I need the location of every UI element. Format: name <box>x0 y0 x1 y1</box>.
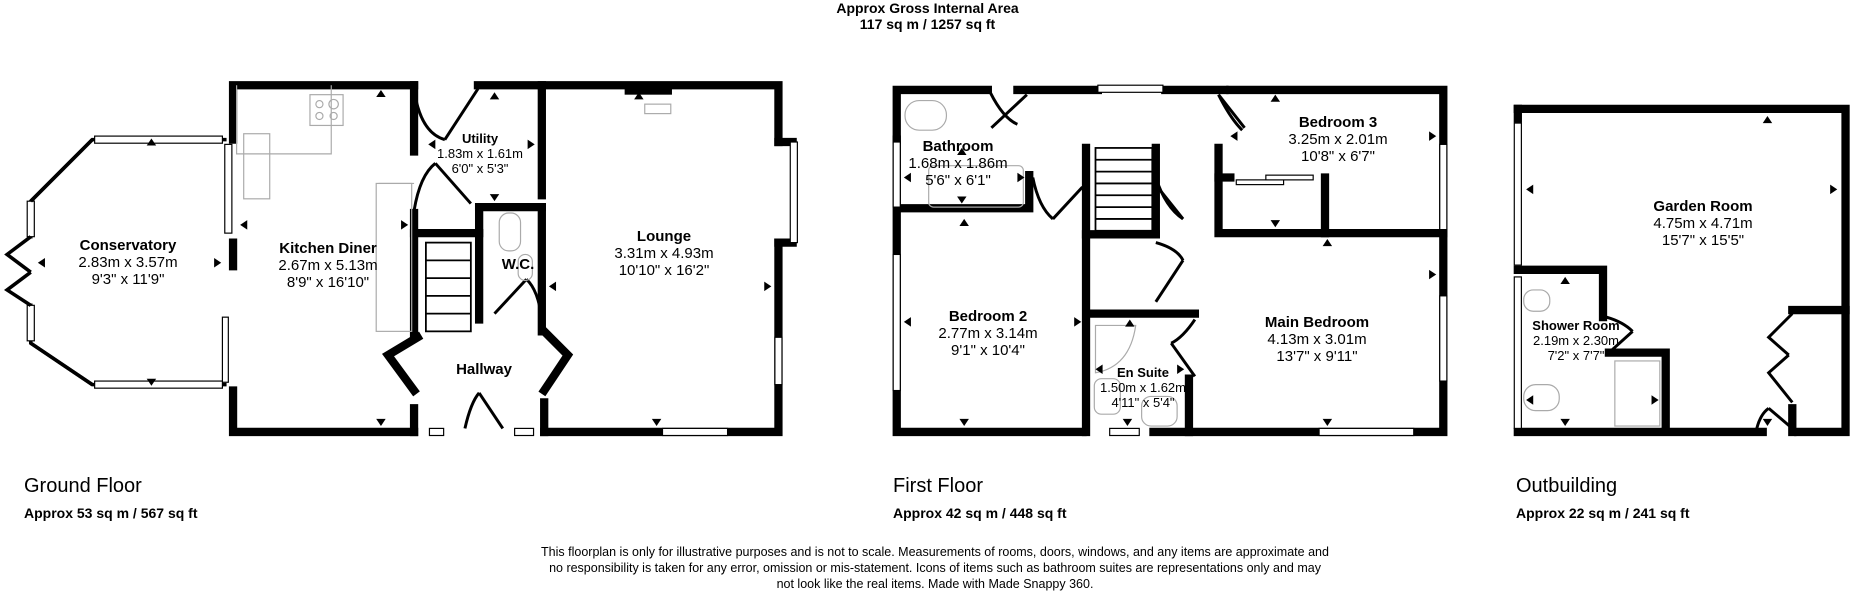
gross-area-value: 117 sq m / 1257 sq ft <box>859 16 996 32</box>
room-en-suite: En Suite 1.50m x 1.62m 4'11" x 5'4" <box>1100 365 1186 410</box>
room-kitchen-diner: Kitchen Diner 2.67m x 5.13m 8'9" x 16'10… <box>278 240 378 291</box>
gross-area-title: Approx Gross Internal Area <box>836 0 1019 16</box>
room-lounge: Lounge 3.31m x 4.93m 10'10" x 16'2" <box>614 228 714 279</box>
room-wc: W.C. <box>501 256 535 273</box>
room-garden-room: Garden Room 4.75m x 4.71m 15'7" x 15'5" <box>1653 198 1753 249</box>
disclaimer: This floorplan is only for illustrative … <box>541 545 1329 591</box>
room-bathroom: Bathroom 1.68m x 1.86m 5'6" x 6'1" <box>908 138 1008 189</box>
floor-area-first: Approx 42 sq m / 448 sq ft <box>893 505 1067 521</box>
room-utility: Utility 1.83m x 1.61m 6'0" x 5'3" <box>437 131 523 176</box>
room-hallway: Hallway <box>456 361 512 378</box>
room-conservatory: Conservatory 2.83m x 3.57m 9'3" x 11'9" <box>78 237 178 288</box>
room-main-bedroom: Main Bedroom 4.13m x 3.01m 13'7" x 9'11" <box>1264 314 1370 365</box>
measurement-markers <box>37 89 1838 427</box>
floor-area-outbuilding: Approx 22 sq m / 241 sq ft <box>1516 505 1690 521</box>
floor-name-outbuilding: Outbuilding <box>1516 475 1618 497</box>
gross-internal-area: Approx Gross Internal Area 117 sq m / 12… <box>0 0 1855 32</box>
floor-area-ground: Approx 53 sq m / 567 sq ft <box>24 505 198 521</box>
room-shower-room: Shower Room 2.19m x 2.30m 7'2" x 7'7" <box>1532 318 1620 363</box>
floor-name-ground: Ground Floor <box>24 475 142 497</box>
room-bedroom-3: Bedroom 3 3.25m x 2.01m 10'8" x 6'7" <box>1288 114 1388 165</box>
floor-name-first: First Floor <box>893 475 983 497</box>
room-bedroom-2: Bedroom 2 2.77m x 3.14m 9'1" x 10'4" <box>938 308 1038 359</box>
